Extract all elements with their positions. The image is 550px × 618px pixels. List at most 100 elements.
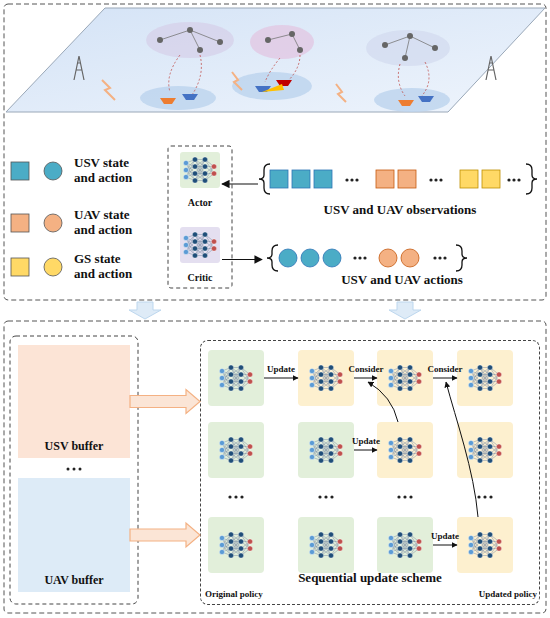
illustration-shape <box>407 458 412 463</box>
illustration-shape <box>318 451 323 456</box>
legend-text: UAV state and action <box>74 208 142 238</box>
illustration-shape <box>309 447 314 452</box>
illustration-shape <box>496 379 501 384</box>
illustration-shape <box>397 495 400 498</box>
illustration-shape <box>192 232 197 237</box>
illustration-shape <box>512 178 515 181</box>
illustration-shape <box>182 94 198 100</box>
illustration-shape <box>202 239 207 244</box>
illustration-shape <box>323 249 341 267</box>
illustration-shape <box>262 84 284 92</box>
illustration-shape <box>388 454 393 459</box>
block-arrow <box>130 523 200 547</box>
illustration-shape <box>321 535 331 556</box>
actor-network: Actor <box>178 150 222 208</box>
illustration-shape <box>477 386 482 391</box>
buffer-frame <box>10 336 138 604</box>
illustration-shape <box>318 539 323 544</box>
illustration-shape <box>309 440 314 445</box>
illustration-shape <box>398 100 414 106</box>
node-label: Actor <box>188 197 212 209</box>
illustration-shape <box>477 379 482 384</box>
illustration-shape <box>238 539 243 544</box>
illustration-shape <box>238 532 243 537</box>
illustration-shape <box>328 379 333 384</box>
illustration-shape <box>318 365 323 370</box>
illustration-shape <box>195 160 205 181</box>
illustration-shape <box>247 372 252 377</box>
illustration-shape <box>397 372 402 377</box>
illustration-shape <box>487 451 492 456</box>
node-label: UAV buffer <box>44 574 103 588</box>
illustration-shape <box>192 239 197 244</box>
illustration-shape <box>160 98 176 104</box>
illustration-shape <box>228 372 233 377</box>
illustration-shape <box>202 253 207 258</box>
illustration-shape <box>187 27 193 33</box>
illustration-shape <box>434 178 437 181</box>
illustration-shape <box>183 167 188 172</box>
network-icons <box>183 157 216 258</box>
illustration-shape <box>318 379 323 384</box>
illustration-shape <box>397 553 402 558</box>
illustration-shape <box>468 375 473 380</box>
illustration-shape <box>219 440 224 445</box>
illustration-shape <box>276 80 292 86</box>
illustration-shape <box>192 253 197 258</box>
illustration-shape <box>337 379 342 384</box>
usv-buffer: USV buffer <box>18 345 130 458</box>
illustration-shape <box>400 535 410 556</box>
illustration-shape <box>309 454 314 459</box>
illustration-shape <box>298 517 354 573</box>
illustration-shape <box>507 178 510 181</box>
illustration-shape <box>468 440 473 445</box>
illustration-shape <box>388 440 393 445</box>
illustration-shape <box>232 72 312 100</box>
illustration-shape <box>439 178 442 181</box>
illustration-shape <box>268 34 300 50</box>
illustration-shape <box>460 170 478 188</box>
illustration-shape <box>328 386 333 391</box>
illustration-shape <box>195 235 205 256</box>
illustration-shape <box>140 86 216 110</box>
illustration-shape <box>407 365 412 370</box>
illustration-shape <box>337 546 342 551</box>
illustration-shape <box>407 444 412 449</box>
illustration-shape <box>318 437 323 442</box>
illustration-shape <box>496 539 501 544</box>
illustration-shape <box>355 178 358 181</box>
illustration-shape <box>398 64 405 96</box>
illustration-shape <box>318 372 323 377</box>
illustration-shape <box>443 256 446 259</box>
illustration-shape <box>211 164 216 169</box>
illustration-shape <box>219 542 224 547</box>
illustration-shape <box>238 458 243 463</box>
illustration-shape <box>265 58 280 82</box>
illustration-shape <box>264 378 298 379</box>
illustration-shape <box>416 546 421 551</box>
illustration-shape <box>297 47 303 53</box>
illustration-shape <box>211 239 216 244</box>
action-sequence-art <box>267 245 467 271</box>
illustration-shape <box>353 256 356 259</box>
illustration-shape <box>416 444 421 449</box>
illustration-shape <box>309 382 314 387</box>
illustration-shape <box>480 535 490 556</box>
illustration-shape <box>487 458 492 463</box>
observation-sequence: USV and UAV observations <box>258 160 542 218</box>
illustration-shape <box>183 235 188 240</box>
illustration-shape <box>238 444 243 449</box>
illustration-shape <box>388 542 393 547</box>
illustration-shape <box>309 375 314 380</box>
illustration-shape <box>337 444 342 449</box>
illustration-shape <box>328 437 333 442</box>
illustration-shape <box>487 546 492 551</box>
illustration-shape <box>483 495 486 498</box>
illustration-shape <box>468 447 473 452</box>
node-label: USV and UAV actions <box>341 273 463 288</box>
illustration-shape <box>407 379 412 384</box>
illustration-shape <box>228 379 233 384</box>
illustration-shape <box>397 539 402 544</box>
illustration-shape <box>397 532 402 537</box>
arrow-label: Consider <box>344 365 388 375</box>
